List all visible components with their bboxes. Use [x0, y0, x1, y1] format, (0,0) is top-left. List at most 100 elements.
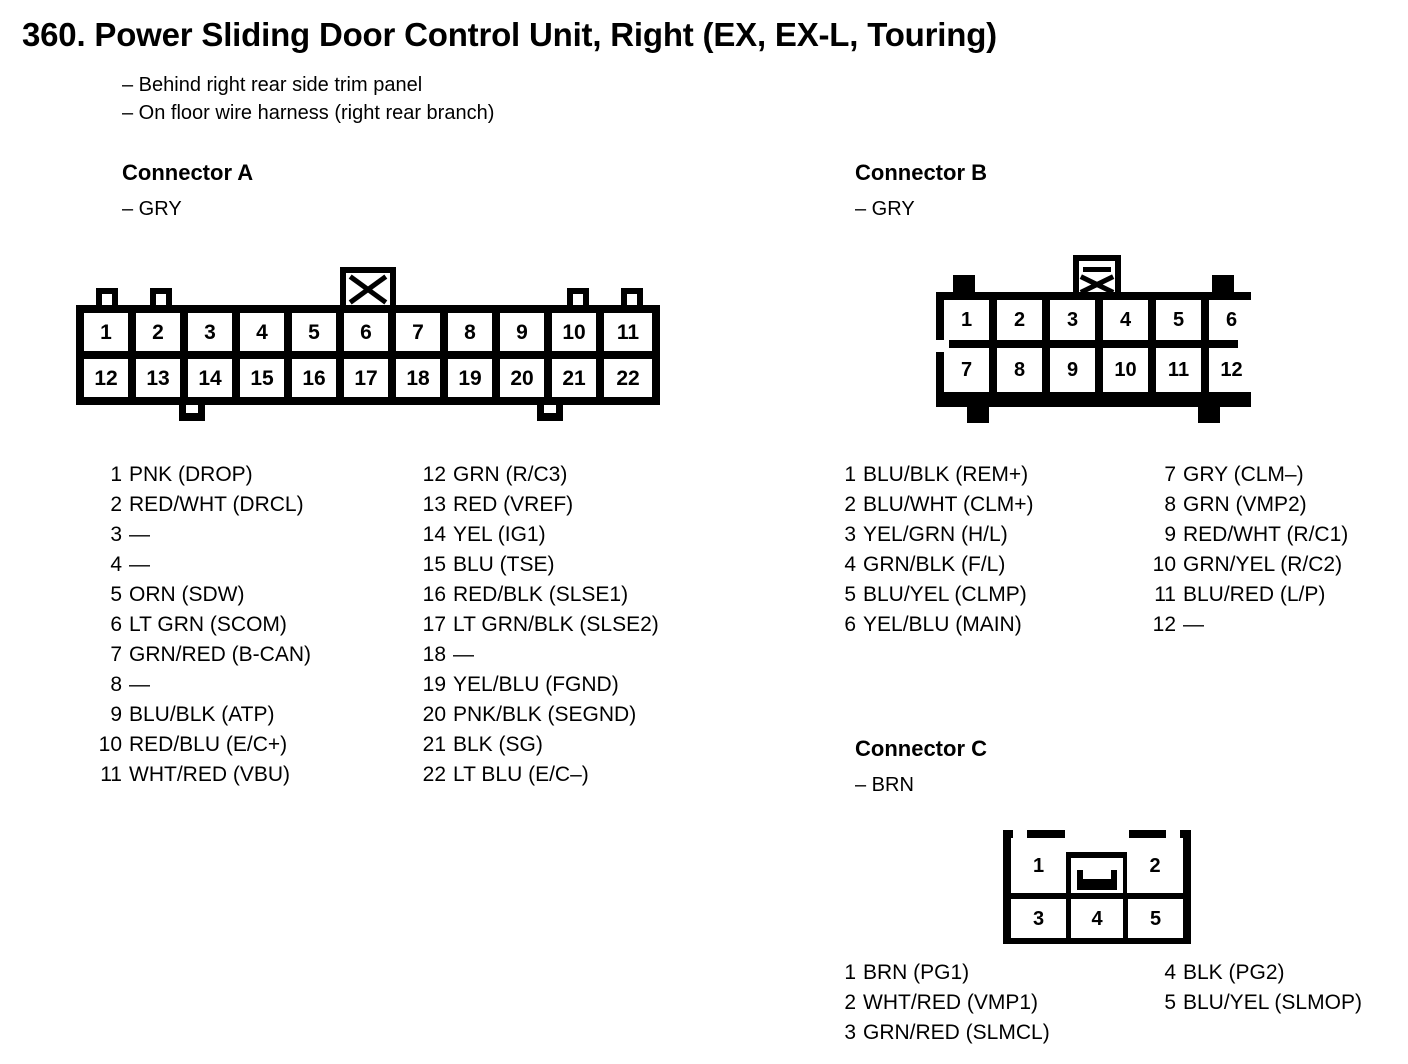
connector-a-pin-cell-3: 3: [188, 313, 232, 351]
pin-number: 12: [1152, 613, 1176, 636]
connector-a-top-notch-4-hole: [627, 294, 637, 308]
pin-number: 14: [422, 523, 446, 546]
pin-wire: BLU/WHT (CLM+): [863, 493, 1034, 516]
pin-label: 17: [354, 366, 378, 390]
pin-row: 8—: [92, 670, 311, 700]
pin-label: 1: [960, 309, 973, 331]
pin-number: 21: [422, 733, 446, 756]
pin-number: 8: [110, 673, 122, 696]
pin-label: 22: [616, 366, 640, 390]
connector-b-pin-cell-4: 4: [1103, 300, 1148, 340]
header-note-2: – On floor wire harness (right rear bran…: [122, 102, 495, 124]
connector-a-top-notch-1-hole: [102, 294, 112, 308]
pin-wire: BLK (SG): [453, 733, 543, 756]
pin-number: 9: [1164, 523, 1176, 546]
pin-wire: PNK/BLK (SEGND): [453, 703, 637, 726]
connector-b-tab-bar: [1083, 267, 1111, 272]
pin-wire: YEL/GRN (H/L): [863, 523, 1008, 546]
pin-wire: BLU/BLK (ATP): [129, 703, 275, 726]
connector-a-color: – GRY: [122, 198, 182, 220]
pin-row: 18—: [416, 640, 659, 670]
pin-label: 1: [100, 320, 112, 344]
pin-label: 2: [1149, 854, 1161, 877]
pin-label: 13: [146, 366, 170, 390]
pin-label: 10: [562, 320, 586, 344]
connector-b-pin-cell-10: 10: [1103, 348, 1148, 392]
pin-number: 1: [110, 463, 122, 486]
pin-wire: BLK (PG2): [1183, 961, 1285, 984]
connector-a-pin-cell-16: 16: [292, 359, 336, 397]
pin-row: 1 BLU/BLK (REM+): [826, 460, 1034, 490]
pin-number: 17: [422, 613, 446, 636]
pin-number: 2: [110, 493, 122, 516]
pin-label: 5: [1172, 309, 1185, 331]
connector-a-pin-cell-18: 18: [396, 359, 440, 397]
pin-label: 15: [250, 366, 274, 390]
pin-wire: BLU/BLK (REM+): [863, 463, 1029, 486]
pin-label: 6: [1225, 309, 1238, 331]
connector-a-pin-cell-21: 21: [552, 359, 596, 397]
pin-row: 4—: [92, 550, 311, 580]
pin-wire: BLU (TSE): [453, 553, 555, 576]
connector-a-pin-cell-13: 13: [136, 359, 180, 397]
connector-c-pin-cell-4: 4: [1071, 899, 1123, 938]
pin-label: 4: [1091, 907, 1103, 930]
pin-label: 21: [562, 366, 586, 390]
pin-number: 5: [110, 583, 122, 606]
pin-label: 4: [256, 320, 268, 344]
pin-label: 3: [1032, 907, 1045, 930]
connector-c-pin-cell-5: 5: [1128, 899, 1183, 938]
pin-number: 3: [844, 1021, 856, 1044]
pin-wire: —: [129, 673, 150, 696]
pin-number: 5: [844, 583, 856, 606]
pin-row: 9 RED/WHT (R/C1): [1146, 520, 1348, 550]
pin-wire: RED/WHT (R/C1): [1183, 523, 1349, 546]
connector-b-diagram: 1 2 3 4 5 6 7 8 9 10 11 12: [920, 250, 1300, 430]
pin-number: 2: [844, 991, 856, 1014]
connector-a-pin-cell-1: 1: [84, 313, 128, 351]
connector-a-pin-cell-7: 7: [396, 313, 440, 351]
connector-b-pin-cell-6: 6: [1209, 300, 1254, 340]
pin-label: 5: [308, 320, 320, 344]
pin-number: 1: [844, 463, 856, 486]
connector-a-pin-cell-20: 20: [500, 359, 544, 397]
connector-b-pin-cell-7: 7: [944, 348, 989, 392]
connector-b-title: Connector B: [855, 160, 987, 185]
pin-wire: —: [1183, 613, 1204, 636]
pin-number: 13: [422, 493, 446, 516]
pin-wire: LT GRN (SCOM): [129, 613, 287, 636]
connector-b-pin-cell-3: 3: [1050, 300, 1095, 340]
pin-wire: GRN/RED (SLMCL): [863, 1021, 1050, 1044]
pin-number: 6: [110, 613, 122, 636]
pin-wire: PNK (DROP): [129, 463, 253, 486]
pin-label: 7: [960, 359, 973, 381]
pin-label: 10: [1114, 359, 1137, 381]
pin-label: 7: [412, 320, 424, 344]
pin-label: 11: [1167, 359, 1190, 381]
pin-wire: —: [453, 643, 474, 666]
connector-c-pin-cell-3: 3: [1011, 899, 1066, 938]
pin-number: 3: [844, 523, 856, 546]
pin-label: 9: [516, 320, 528, 344]
pin-wire: ORN (SDW): [129, 583, 245, 606]
connector-c-diagram: 1 2 3 4 5: [995, 825, 1195, 950]
connector-a-top-notch-3-hole: [573, 294, 583, 308]
connector-b-bottom-tab-left: [967, 405, 989, 423]
pin-label: 2: [1013, 309, 1026, 331]
pin-wire: BLU/YEL (CLMP): [863, 583, 1027, 606]
pin-wire: GRY (CLM–): [1183, 463, 1304, 486]
connector-a-pin-cell-12: 12: [84, 359, 128, 397]
pin-label: 5: [1149, 907, 1162, 930]
